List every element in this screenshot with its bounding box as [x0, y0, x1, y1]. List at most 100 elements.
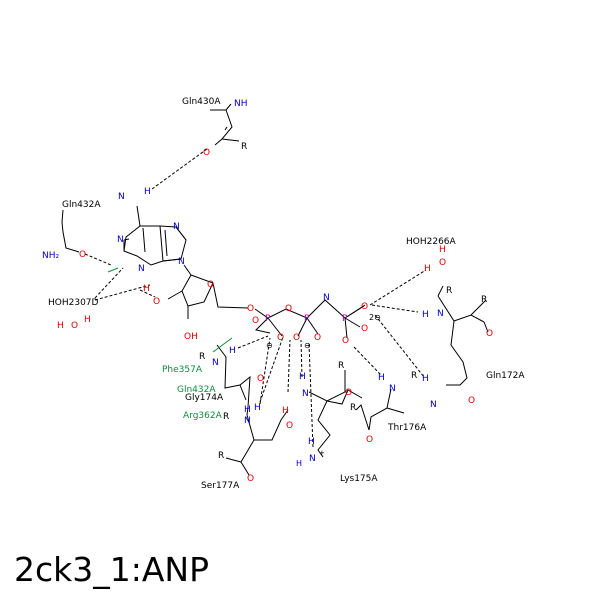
atom-n9: N	[178, 257, 185, 267]
atom-pb: P	[304, 314, 310, 324]
atom-minus-b: ⊖	[304, 341, 311, 350]
atom-r-gly: R	[199, 352, 205, 362]
atom-o-ser: O	[247, 474, 254, 484]
atom-h-arg: H	[244, 405, 251, 415]
atom-h-bridge: H	[296, 459, 302, 468]
hbond-arg-pa	[259, 337, 271, 405]
atom-n-bridge: N	[323, 293, 330, 303]
hbond-ribose-hoh	[139, 289, 156, 298]
label-gln432a: Gln432A	[62, 200, 101, 210]
atom-h-adenine: H	[144, 187, 151, 197]
atom-nh-gln430: NH	[234, 99, 248, 109]
atom-h-lys: H	[299, 372, 306, 382]
atom-nh2-gln432: NH₂	[42, 251, 60, 261]
atom-h-gly: H	[229, 346, 236, 356]
atom-h-hoh2307-b: H	[84, 315, 91, 325]
atom-r-thr-n: R	[411, 371, 417, 381]
atom-n-lys: N	[302, 389, 309, 399]
atom-plus-lys: +	[319, 449, 325, 457]
atom-o-ring: O	[207, 280, 214, 290]
atom-h-gln172: H	[422, 310, 429, 320]
atom-o-pa-bridge: O	[285, 304, 292, 314]
atom-n-ser: N	[244, 416, 251, 426]
atom-n-thr: N	[389, 384, 396, 394]
label-hoh2307d: HOH2307D	[48, 298, 99, 308]
atom-n3: N	[138, 264, 145, 274]
label-thr176a: Thr176A	[387, 423, 427, 433]
atom-o-ribose2: O	[153, 297, 160, 307]
atom-n-adenine: N	[118, 192, 125, 202]
atom-h-hoh2307-a: H	[57, 321, 64, 331]
label-arg362a: Arg362A	[183, 411, 223, 421]
atom-h-ser: H	[254, 403, 261, 413]
diagram-title: 2ck3_1:ANP	[14, 550, 210, 589]
hydrophobic-arc-adenine	[107, 267, 119, 273]
covalent-bonds	[61, 103, 489, 476]
hbond-thr-pb	[353, 346, 383, 377]
atom-h-gln172-side: H	[422, 374, 429, 384]
label-gln432a-contact: Gln432A	[177, 385, 216, 395]
atom-charge-2minus: 2⊖	[369, 313, 381, 322]
atom-o-ser-oh: O	[286, 421, 293, 431]
atom-o-hoh2266: O	[439, 258, 446, 268]
atom-o-hoh2307: O	[71, 321, 78, 331]
hbond-gln172side-pg	[374, 314, 425, 378]
label-gln172a: Gln172A	[486, 371, 525, 381]
label-gly174a: Gly174A	[185, 393, 224, 403]
atom-n1: N	[117, 235, 124, 245]
atom-o-pb-b: O	[314, 333, 321, 343]
atom-o-pa-b: O	[277, 333, 284, 343]
atom-r-gln430: R	[241, 142, 247, 152]
hbond-phe-pa	[237, 335, 269, 349]
hbond-gln432-n1	[84, 253, 112, 266]
atom-r-thr-c: R	[350, 403, 356, 413]
atom-h-ser-oh: H	[282, 406, 289, 416]
atom-n-gln172: N	[437, 309, 444, 319]
atom-o-pb-a: O	[293, 333, 300, 343]
residue-labels: Gln430A Gln432A HOH2266A HOH2307D Gly174…	[48, 97, 525, 491]
atom-o-gln172-side: O	[468, 396, 475, 406]
nitrogen-atoms: NH N H N N N N NH₂ N N H N H N H N H H N…	[42, 99, 444, 468]
label-ser177a: Ser177A	[201, 481, 240, 491]
hydrophobic-labels: Phe357A Gln432A Arg362A	[162, 365, 223, 421]
carbon-atoms: R R R R R R R R R 2⊖ ⊖ ⊖ +	[199, 142, 487, 461]
phosphorus-atoms: P P P	[265, 314, 348, 324]
atom-r-lys: R	[338, 361, 344, 371]
atom-o-gln430: O	[203, 148, 210, 158]
atom-o-thr: O	[366, 435, 373, 445]
atom-o-gln432: O	[79, 250, 86, 260]
hydrogen-bonds	[84, 148, 427, 448]
atom-o-gln172-c: O	[486, 329, 493, 339]
hbond-hoh2307-n3	[94, 267, 124, 299]
atom-r-gln172-c: R	[481, 295, 487, 305]
atom-minus-a: ⊖	[266, 341, 273, 350]
atom-o-gly: O	[257, 374, 264, 384]
atom-h-lys-nz: H	[308, 437, 315, 447]
hbond-ser-pa	[287, 339, 291, 393]
atom-r-ser: R	[223, 412, 229, 422]
hbond-gly-pa	[259, 336, 284, 403]
atom-o-pg-b: O	[361, 324, 368, 334]
oxygen-atoms: O O O H OH O O O O O O O O O O O H H O H…	[57, 148, 493, 484]
atom-n-gln172-side: N	[430, 400, 437, 410]
label-phe357a: Phe357A	[162, 365, 203, 375]
atom-n-gly: N	[212, 358, 219, 368]
hbond-gln172-pg	[371, 304, 419, 313]
label-hoh2266a: HOH2266A	[406, 237, 457, 247]
hydrophobic-contacts	[107, 267, 233, 353]
atom-h-hoh2266-a: H	[439, 245, 446, 255]
atom-n7: N	[173, 222, 180, 232]
label-lys175a: Lys175A	[340, 474, 378, 484]
atom-o-pa-a: O	[252, 316, 259, 326]
hbond-hoh2307-ribose	[94, 284, 151, 301]
hbond-lysnz-pb	[308, 343, 314, 448]
atom-pa: P	[265, 314, 271, 324]
hbond-hoh2266-pg	[369, 269, 427, 306]
atom-nh-lys-nz: N	[309, 454, 316, 464]
hbond-gln430-adenine	[151, 148, 208, 190]
atom-o5: O	[247, 304, 254, 314]
atom-o-lys: O	[345, 388, 352, 398]
hbond-lys-pb	[300, 339, 303, 378]
